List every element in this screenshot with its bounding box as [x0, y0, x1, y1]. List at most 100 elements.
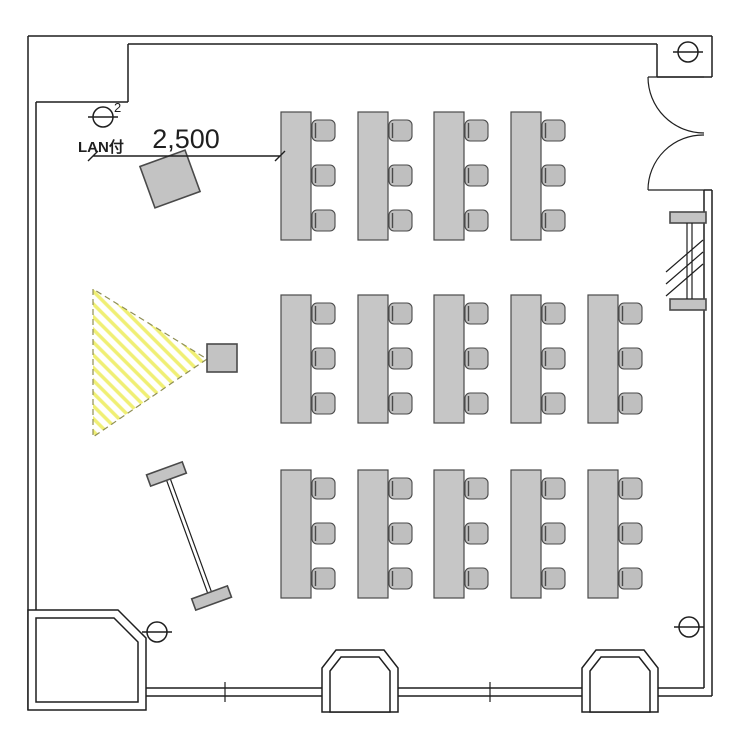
desk-table	[587, 469, 619, 599]
desk-table	[357, 111, 389, 241]
chair	[541, 302, 566, 325]
chair	[311, 347, 336, 370]
desk-unit-r2-c1	[280, 294, 336, 424]
chair	[541, 522, 566, 545]
desk-unit-r1-c1	[280, 111, 336, 241]
chair	[311, 119, 336, 142]
chair	[311, 164, 336, 187]
chair	[464, 164, 489, 187]
desk-table	[587, 294, 619, 424]
chair	[311, 477, 336, 500]
chair	[464, 477, 489, 500]
desk-unit-r2-c4	[510, 294, 566, 424]
chair	[618, 302, 643, 325]
lan-annotation: LAN付 2	[78, 100, 124, 156]
partition-break-marks	[665, 239, 704, 297]
chair	[464, 392, 489, 415]
chair	[388, 392, 413, 415]
chair	[311, 567, 336, 590]
outlet-symbol	[673, 41, 703, 63]
wall-right	[703, 36, 713, 696]
projection-beam	[92, 287, 209, 439]
chair	[388, 209, 413, 232]
desk-table	[280, 111, 312, 241]
mobile-whiteboard-foot-top	[145, 460, 188, 488]
wall-left	[27, 36, 37, 710]
chair	[388, 347, 413, 370]
chair	[541, 164, 566, 187]
portable-screen	[138, 149, 202, 209]
outlet-symbol	[142, 621, 172, 643]
chair	[464, 209, 489, 232]
chair	[311, 209, 336, 232]
chair	[618, 392, 643, 415]
wall-joint-ticks	[224, 682, 491, 702]
chair	[618, 567, 643, 590]
dimension: 2,500	[87, 124, 286, 162]
desk-unit-r3-c5	[587, 469, 643, 599]
outlet-number-label: 2	[114, 100, 121, 115]
chair	[464, 347, 489, 370]
chair	[618, 477, 643, 500]
desk-table	[510, 111, 542, 241]
chair	[388, 477, 413, 500]
lan-label: LAN付	[78, 138, 124, 156]
wall-partition	[665, 211, 707, 311]
outlet-symbol	[674, 616, 704, 638]
chair	[388, 302, 413, 325]
desk-unit-r2-c2	[357, 294, 413, 424]
column-bottom-left-inner	[35, 617, 139, 703]
outlet-symbols	[88, 41, 704, 643]
desk-unit-r2-c5	[587, 294, 643, 424]
chair	[388, 522, 413, 545]
chair	[311, 302, 336, 325]
dimension-label: 2,500	[152, 124, 220, 154]
chair	[464, 119, 489, 142]
desk-unit-r3-c1	[280, 469, 336, 599]
column-bottom-center-inner	[329, 656, 391, 713]
partition-cap-bottom	[669, 298, 707, 311]
desk-table	[280, 469, 312, 599]
double-door	[647, 76, 705, 191]
desk-table	[357, 469, 389, 599]
desk-groups	[280, 111, 643, 599]
projector	[206, 343, 238, 373]
portable-screen-board	[138, 149, 202, 209]
desk-unit-r3-c4	[510, 469, 566, 599]
door-leaves	[648, 76, 704, 191]
chair	[388, 119, 413, 142]
mobile-whiteboard-foot-bottom	[190, 584, 233, 612]
chair	[541, 209, 566, 232]
desk-unit-r3-c2	[357, 469, 413, 599]
mobile-whiteboard-panel	[166, 478, 212, 594]
chair	[464, 522, 489, 545]
desk-unit-r1-c4	[510, 111, 566, 241]
chair	[541, 477, 566, 500]
door-swing-arcs	[647, 76, 705, 191]
partition-cap-top	[669, 211, 707, 224]
projection	[92, 287, 238, 439]
chair	[388, 567, 413, 590]
chair	[541, 392, 566, 415]
outlet-symbol	[88, 106, 118, 128]
wall-top	[28, 35, 712, 45]
desk-table	[433, 294, 465, 424]
desk-table	[280, 294, 312, 424]
chair	[311, 522, 336, 545]
column-bottom-right-inner	[589, 656, 651, 713]
desk-table	[510, 294, 542, 424]
chair	[618, 347, 643, 370]
desk-unit-r1-c2	[357, 111, 413, 241]
dimension-line	[87, 150, 286, 162]
desk-table	[433, 111, 465, 241]
desk-table	[433, 469, 465, 599]
chair	[541, 347, 566, 370]
columns	[27, 609, 659, 713]
chair	[464, 302, 489, 325]
chair	[541, 119, 566, 142]
partition-rail	[686, 223, 693, 299]
desk-table	[357, 294, 389, 424]
desk-table	[510, 469, 542, 599]
